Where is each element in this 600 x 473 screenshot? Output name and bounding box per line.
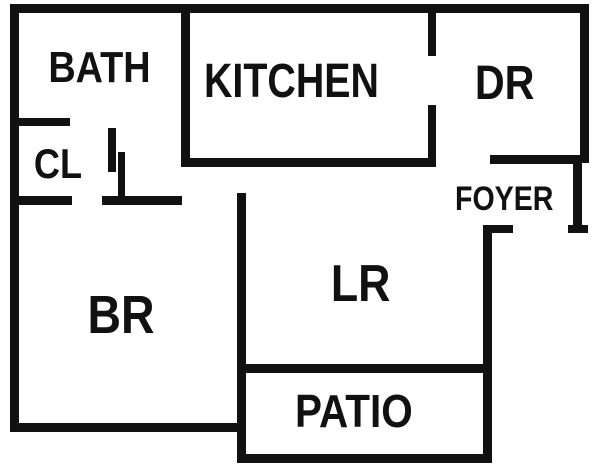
wall-foyer-top [490, 155, 582, 164]
room-label-bedroom: BR [87, 285, 155, 345]
room-label-foyer: FOYER [455, 180, 554, 218]
room-label-dining-room: DR [474, 57, 535, 110]
wall-bath-kitchen [181, 4, 190, 167]
wall-foyer-right [573, 155, 582, 225]
wall-bath-bottom-left [10, 118, 70, 126]
room-label-patio: PATIO [295, 385, 413, 437]
wall-foyer-right-bottom [568, 225, 588, 233]
wall-closet-bottom-right [102, 196, 182, 205]
wall-lr-right [483, 228, 492, 463]
wall-br-bottom [10, 423, 242, 432]
wall-lr-left [237, 193, 246, 463]
wall-kitchen-bottom [181, 158, 433, 167]
wall-outer-left [10, 4, 19, 432]
wall-closet-door [118, 152, 125, 200]
wall-outer-top [10, 4, 589, 13]
room-label-living-room: LR [330, 255, 391, 313]
wall-patio-bottom [237, 454, 492, 463]
room-label-kitchen: KITCHEN [204, 55, 379, 108]
wall-kitchen-dr-upper [428, 4, 436, 56]
wall-closet-bottom-left [10, 196, 72, 205]
wall-foyer-bottom-left [483, 225, 513, 233]
wall-kitchen-dr-lower [428, 105, 436, 167]
room-label-bath: BATH [48, 43, 151, 92]
wall-lr-patio [237, 364, 492, 373]
room-label-closet: CL [33, 140, 83, 187]
wall-outer-right-upper [580, 4, 589, 163]
wall-closet-jamb [108, 128, 116, 172]
